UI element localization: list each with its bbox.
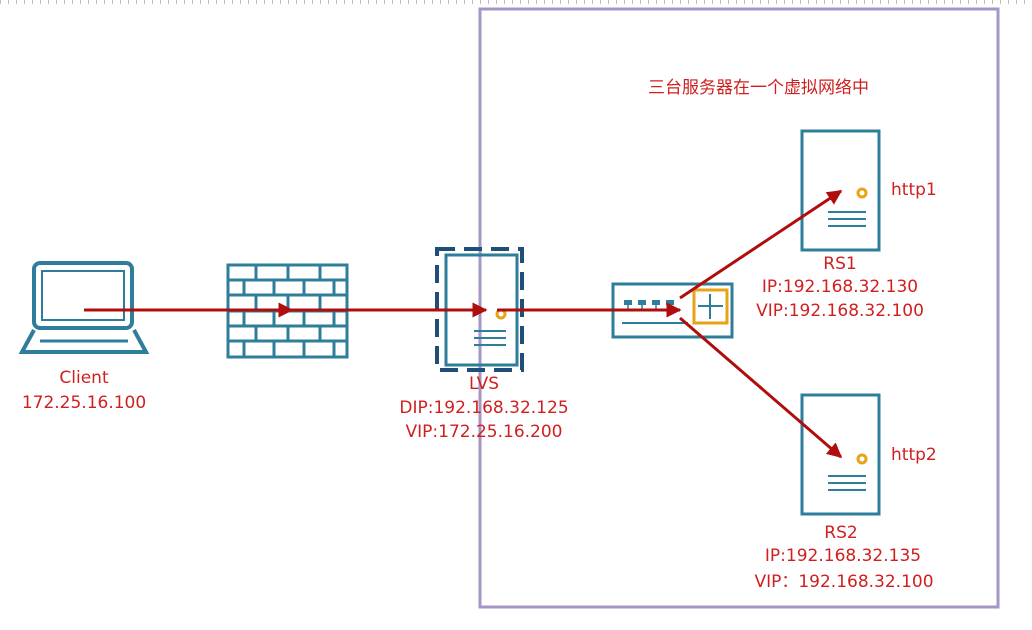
rs2-vip: VIP：192.168.32.100 <box>754 572 934 592</box>
top-ruler <box>0 0 1032 6</box>
rs2-ip: IP:192.168.32.135 <box>764 546 922 566</box>
rs2-server-icon <box>800 393 881 516</box>
laptop-icon <box>18 261 150 354</box>
rs1-server-icon <box>800 129 881 252</box>
rs2-name: RS2 <box>824 523 858 543</box>
rs2-service-label: http2 <box>891 445 937 465</box>
arrow-switch-to-rs2 <box>679 316 843 459</box>
client-ip: 172.25.16.100 <box>21 393 147 413</box>
rs1-name: RS1 <box>823 254 857 274</box>
rs1-vip: VIP:192.168.32.100 <box>756 301 924 321</box>
network-label: 三台服务器在一个虚拟网络中 <box>648 78 869 98</box>
rs1-service-label: http1 <box>891 180 937 200</box>
lvs-dip: DIP:192.168.32.125 <box>399 398 569 418</box>
rs1-ip: IP:192.168.32.130 <box>761 277 919 297</box>
arrow-switch-to-rs1 <box>679 189 843 300</box>
lvs-name: LVS <box>468 374 500 394</box>
client-name: Client <box>59 368 109 388</box>
lvs-vip: VIP:172.25.16.200 <box>405 422 563 442</box>
